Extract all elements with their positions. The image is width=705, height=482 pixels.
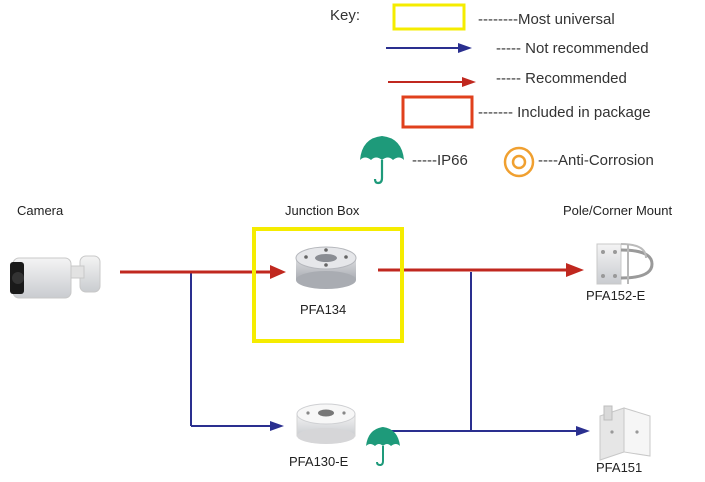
- pfa134-junction-box-icon: [295, 246, 357, 289]
- device-label-pfa152e: PFA152-E: [586, 288, 646, 303]
- key-recommended-arrow: [388, 77, 476, 87]
- anti-corrosion-icon: [503, 146, 535, 178]
- column-title-mount: Pole/Corner Mount: [563, 203, 673, 218]
- not-recommended-paths: [190, 272, 590, 436]
- device-label-pfa130e: PFA130-E: [289, 454, 349, 469]
- bullet-camera-icon: [10, 255, 101, 299]
- umbrella-icon: [366, 427, 400, 467]
- device-label-pfa151: PFA151: [596, 460, 643, 475]
- key-not-recommended-label: ----- Not recommended: [496, 40, 649, 57]
- key-included-label: ------- Included in package: [478, 104, 651, 121]
- key-recommended-label: ----- Recommended: [496, 70, 627, 87]
- key-ip66-label: -----IP66: [412, 152, 468, 169]
- key-anti-corrosion-label: ----Anti-Corrosion: [538, 152, 654, 169]
- pfa151-corner-mount-icon: [599, 405, 651, 461]
- most-universal-highlight: [252, 227, 404, 343]
- column-title-camera: Camera: [17, 203, 64, 218]
- device-label-pfa134: PFA134: [300, 302, 347, 317]
- recommended-paths: [120, 263, 584, 279]
- umbrella-icon: [360, 136, 404, 185]
- key-included-swatch: [401, 95, 474, 129]
- key-title: Key:: [330, 7, 361, 24]
- pfa152e-pole-mount-icon: [596, 243, 654, 285]
- pfa130e-junction-box-icon: [296, 403, 356, 444]
- column-title-junction-box: Junction Box: [285, 203, 360, 218]
- key-most-universal-label: --------Most universal: [478, 11, 615, 28]
- key-not-recommended-arrow: [386, 43, 472, 53]
- key-most-universal-swatch: [392, 3, 466, 31]
